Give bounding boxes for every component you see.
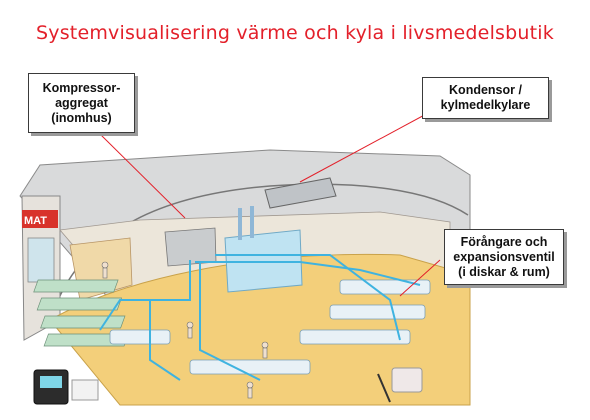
facade-sign [22,210,58,228]
callout-forangare: Förångare och expansionsventil (i diskar… [444,229,564,285]
shelving-group [33,279,129,347]
display-cases [109,279,431,375]
shoppers [101,261,269,399]
diagram-title: Systemvisualisering värme och kyla i liv… [35,22,554,44]
store-window [27,237,55,283]
callout-kondensor: Kondensor / kylmedelkylare [422,77,549,119]
callout-kondensor-text: Kondensor / kylmedelkylare [440,83,531,112]
refrigerant-pipes [99,254,421,381]
leader-lines [99,111,441,297]
condenser-unit [264,177,337,209]
callout-kompressor: Kompressor- aggregat (inomhus) [28,73,135,133]
gateway-device [391,367,423,393]
facade-sign-text: MAT [24,215,47,227]
gateway-antenna [377,373,391,403]
condenser-duct [238,206,254,240]
controller-card [71,379,99,401]
controller-display [40,376,62,388]
callout-kompressor-text: Kompressor- aggregat (inomhus) [42,80,121,125]
callout-forangare-text: Förångare och expansionsventil (i diskar… [453,234,555,279]
